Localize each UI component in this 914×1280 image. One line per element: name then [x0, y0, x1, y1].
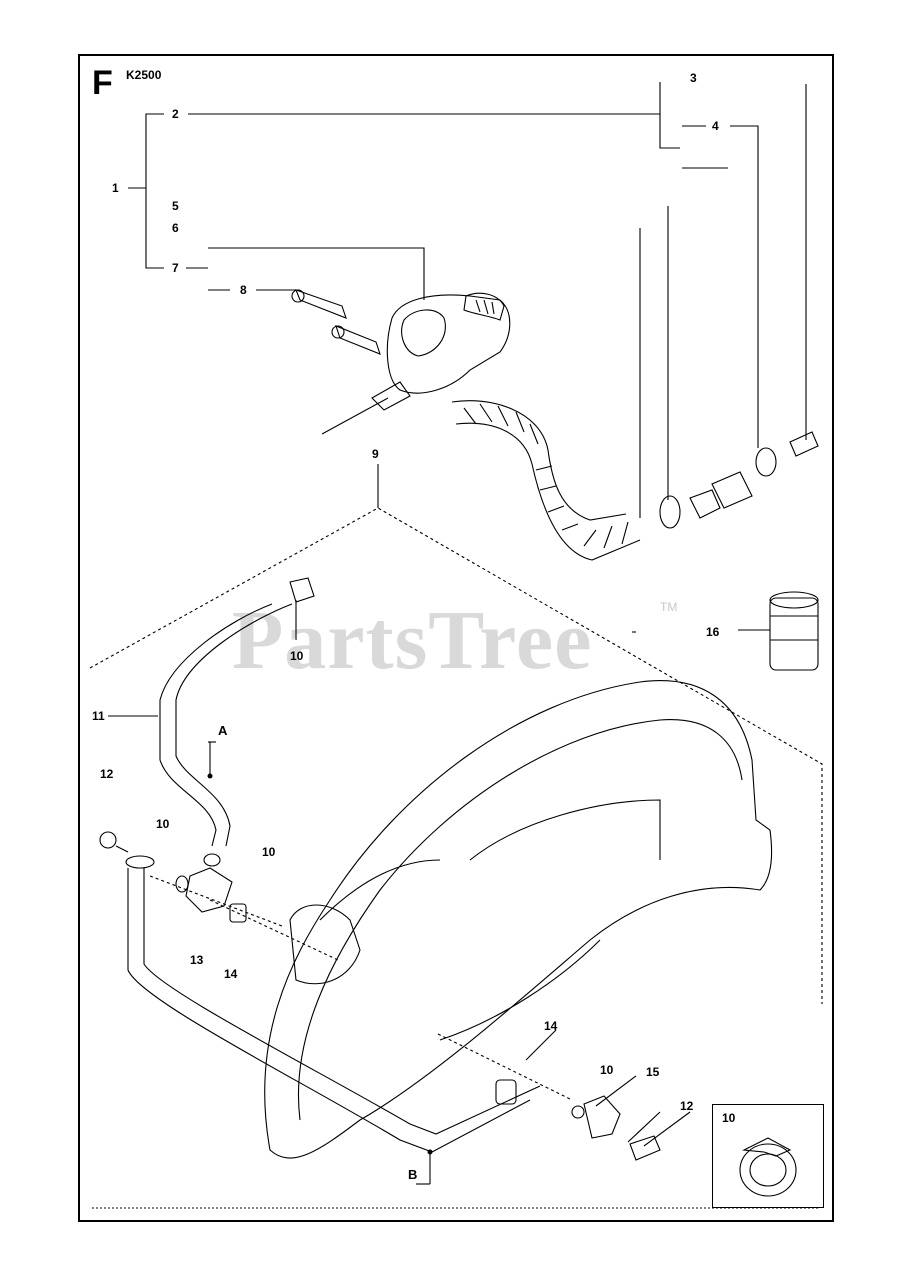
callout-11: 11 [92, 709, 105, 723]
leader-nozzle [321, 397, 389, 435]
callout-7: 7 [172, 261, 179, 275]
t-fitting-15 [583, 1095, 621, 1139]
callout-14-bottom: 14 [544, 1019, 558, 1033]
t-valve [185, 867, 233, 913]
fitting [689, 489, 721, 519]
end-screw [789, 431, 819, 457]
callout-3: 3 [690, 71, 697, 85]
callout-13: 13 [190, 953, 204, 967]
trademark-mark: TM [660, 600, 678, 614]
leader-4 [730, 125, 759, 448]
inset-clamp-drawing [739, 1137, 797, 1197]
callout-1: 1 [112, 181, 119, 195]
callout-12-bottom: 12 [680, 1099, 694, 1113]
inset-box-clamp [712, 1104, 824, 1208]
screw-top [295, 289, 347, 319]
callout-2: 2 [172, 107, 179, 121]
pipe-upper [159, 603, 273, 847]
pipe-lower [127, 868, 531, 1153]
nozzle [371, 381, 411, 411]
o-ring [755, 447, 777, 477]
callout-10-mid: 10 [262, 845, 276, 859]
section-letter: F [92, 64, 113, 102]
hose-upper [451, 400, 627, 521]
callout-10-left: 10 [156, 817, 170, 831]
model-number: K2500 [126, 68, 162, 82]
callout-5: 5 [172, 199, 179, 213]
callout-4: 4 [712, 119, 719, 133]
callout-10-inset: 10 [722, 1111, 736, 1125]
callout-12-left: 12 [100, 767, 114, 781]
parts-tree-watermark: PartsTree [232, 594, 593, 687]
callout-8: 8 [240, 283, 247, 297]
blade-guard [264, 680, 773, 1159]
diagram-frame [78, 54, 834, 1222]
hose-clamp-top [289, 577, 315, 603]
bracket-leader-1-2 [145, 113, 164, 188]
assembly-outline [89, 507, 823, 1004]
valve-body [386, 294, 511, 394]
callout-10-top: 10 [290, 649, 304, 663]
callout-15: 15 [646, 1065, 660, 1079]
callout-9: 9 [372, 447, 379, 461]
hose-lower [455, 422, 641, 561]
guard-bracket [289, 904, 361, 985]
callout-a: A [218, 723, 228, 738]
callout-6: 6 [172, 221, 179, 235]
leader-7 [208, 247, 425, 300]
callout-b: B [408, 1167, 418, 1182]
bolt-left [99, 831, 117, 849]
clamp-ring [659, 495, 681, 529]
leader-2 [188, 113, 680, 149]
screw-12 [629, 1135, 661, 1161]
adapter-16 [769, 597, 819, 671]
spacer-14 [495, 1079, 517, 1105]
bracket-leader-1-7 [145, 188, 164, 269]
callout-10-bottom: 10 [600, 1063, 614, 1077]
callout-16: 16 [706, 625, 720, 639]
callout-14-left: 14 [224, 967, 238, 981]
